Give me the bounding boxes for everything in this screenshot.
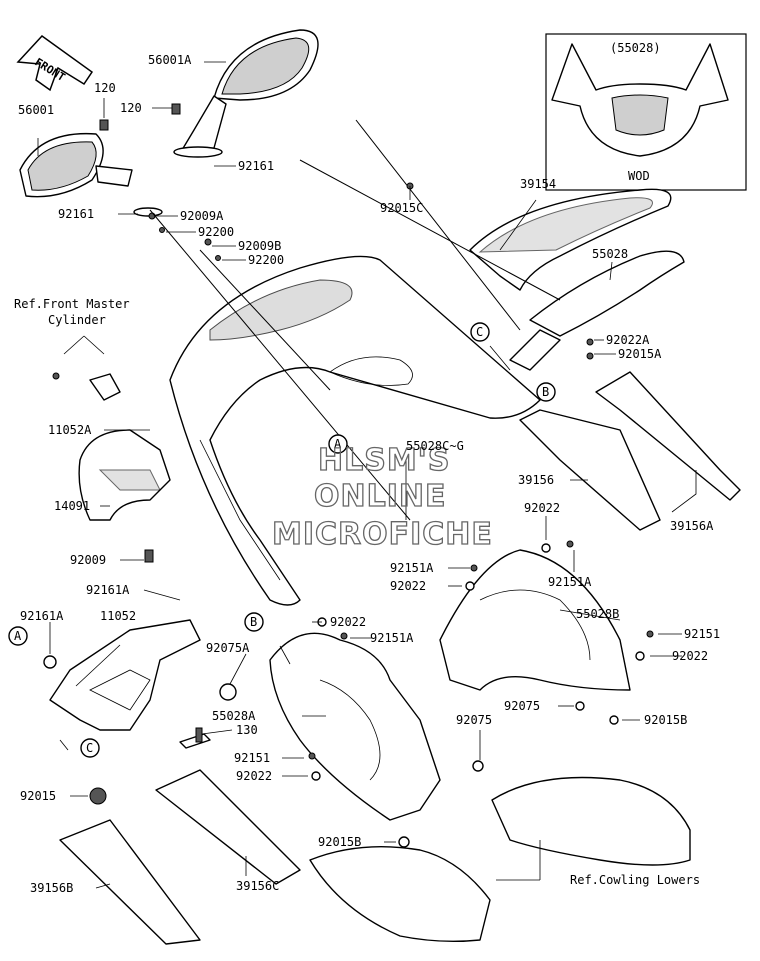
label-92015C: 92015C <box>380 201 423 215</box>
label-92151A-b: 92151A <box>390 561 434 575</box>
svg-text:A: A <box>14 629 22 643</box>
middle-cowl-right <box>439 549 631 691</box>
callout-A2: A <box>8 626 28 646</box>
label-92009B: 92009B <box>238 239 281 253</box>
label-55028B: 55028B <box>576 607 619 621</box>
label-39156C: 39156C <box>236 879 279 893</box>
mirror-left <box>19 132 133 198</box>
middle-cowl-left <box>269 632 441 821</box>
label-55028A: 55028A <box>212 709 256 723</box>
label-92009: 92009 <box>70 553 106 567</box>
label-55028C-G: 55028C~G <box>406 439 464 453</box>
label-39154: 39154 <box>520 177 556 191</box>
svg-text:ONLINE: ONLINE <box>314 479 447 514</box>
label-92022-b: 92022 <box>390 579 426 593</box>
label-14091: 14091 <box>54 499 90 513</box>
label-92022-c: 92022 <box>330 615 366 629</box>
inner-panels-lower <box>59 769 301 945</box>
label-92161-a: 92161 <box>238 159 274 173</box>
svg-text:B: B <box>542 385 549 399</box>
label-ref-cylinder: Cylinder <box>48 313 106 327</box>
label-92022A: 92022A <box>606 333 650 347</box>
svg-text:C: C <box>476 325 483 339</box>
label-ref-front-master: Ref.Front Master <box>14 297 130 311</box>
label-92022-e: 92022 <box>236 769 272 783</box>
svg-text:MICROFICHE: MICROFICHE <box>272 517 493 552</box>
leader-lines <box>37 61 697 889</box>
label-92151A-a: 92151A <box>548 575 592 589</box>
callout-B2: B <box>244 612 264 632</box>
label-92151-b: 92151 <box>234 751 270 765</box>
label-92015A: 92015A <box>618 347 662 361</box>
windshield <box>469 188 672 291</box>
label-92009A: 92009A <box>180 209 224 223</box>
hardware-top <box>99 103 221 261</box>
label-92075: 92075 <box>456 713 492 727</box>
svg-text:C: C <box>86 741 93 755</box>
inset-box: (55028) WOD <box>545 33 747 191</box>
svg-text:HLSM'S: HLSM'S <box>318 443 450 478</box>
label-92075A: 92075A <box>206 641 250 655</box>
label-39156: 39156 <box>518 473 554 487</box>
label-55028: 55028 <box>592 247 628 261</box>
label-92022-a: 92022 <box>524 501 560 515</box>
main-upper-cowl <box>169 255 541 606</box>
callout-A1: A <box>328 434 348 454</box>
callout-B1: B <box>536 382 556 402</box>
label-11052: 11052 <box>100 609 136 623</box>
label-130: 130 <box>236 723 258 737</box>
lower-cowls-ref <box>309 776 691 943</box>
label-92200-a: 92200 <box>198 225 234 239</box>
label-ref-cowling-lowers: Ref.Cowling Lowers <box>570 873 700 887</box>
label-92015: 92015 <box>20 789 56 803</box>
frame-stay <box>49 619 237 805</box>
label-56001: 56001 <box>18 103 54 117</box>
label-92022-d: 92022 <box>672 649 708 663</box>
label-92151-a: 92151 <box>684 627 720 641</box>
inset-part-label: (55028) <box>610 41 661 55</box>
label-92015B: 92015B <box>644 713 687 727</box>
label-56001A: 56001A <box>148 53 192 67</box>
label-120-a: 120 <box>94 81 116 95</box>
label-92161-b: 92161 <box>58 207 94 221</box>
label-11052A: 11052A <box>48 423 92 437</box>
label-39156A: 39156A <box>670 519 714 533</box>
side-panels <box>519 371 741 531</box>
label-120-b: 120 <box>120 101 142 115</box>
mirror-bracket <box>52 372 171 563</box>
callout-C2: C <box>80 738 100 758</box>
callout-C1: C <box>470 322 490 342</box>
front-arrow-icon: FRONT <box>16 35 94 92</box>
label-39156B: 39156B <box>30 881 73 895</box>
watermark: HLSM'S ONLINE MICROFICHE <box>271 442 493 552</box>
svg-text:A: A <box>334 437 342 451</box>
upper-cowl-right <box>509 250 685 371</box>
label-92075-b: 92075 <box>504 699 540 713</box>
part-labels: 56001A 120 120 56001 92161 92161 92009A … <box>14 53 720 895</box>
label-92151A-c: 92151A <box>370 631 414 645</box>
svg-text:B: B <box>250 615 257 629</box>
label-92161A: 92161A <box>86 583 130 597</box>
label-92015B-b: 92015B <box>318 835 361 849</box>
inset-variant-label: WOD <box>628 169 650 183</box>
mirror-right <box>173 29 319 158</box>
label-92161A-2: 92161A <box>20 609 64 623</box>
label-92200-b: 92200 <box>248 253 284 267</box>
